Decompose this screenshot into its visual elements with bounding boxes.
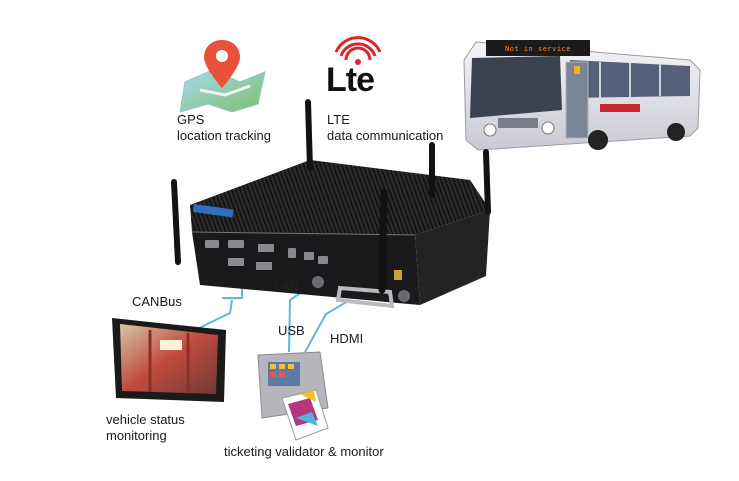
lte-title: LTE [327, 112, 350, 127]
usb-label: USB [278, 323, 305, 338]
vehicle-status-line1: vehicle status [106, 412, 185, 427]
lte-description: data communication [327, 128, 444, 143]
vehicle-status-caption: vehicle status monitoring [106, 412, 185, 444]
box-pc-device [190, 160, 490, 309]
antennas [171, 99, 491, 294]
ticketing-validator [257, 351, 329, 441]
vehicle-display-line [194, 299, 233, 331]
lte-caption: LTE data communication [327, 112, 443, 144]
gps-caption: GPS location tracking [177, 112, 271, 144]
usb-line [288, 291, 303, 353]
lte-signal-icon [334, 36, 382, 65]
hdmi-label: HDMI [330, 331, 364, 346]
gps-description: location tracking [177, 128, 271, 143]
ticketing-caption: ticketing validator & monitor [224, 444, 384, 459]
vehicle-status-line2: monitoring [106, 428, 167, 443]
gps-map-icon [179, 69, 266, 113]
gps-title: GPS [177, 112, 205, 127]
hdmi-line [304, 299, 351, 353]
vehicle-display [112, 318, 226, 402]
bus-image [463, 40, 701, 151]
map-pin-icon [204, 40, 240, 88]
lte-logo: Lte [326, 61, 375, 99]
canbus-label: CANBus [132, 294, 182, 309]
bus-destination-sign: Not in service [504, 45, 571, 53]
lan-label: LAN [275, 280, 299, 294]
